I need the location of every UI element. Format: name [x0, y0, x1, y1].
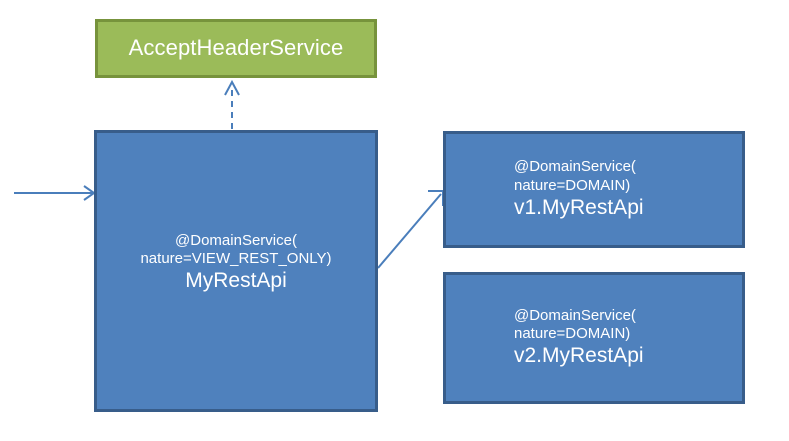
incoming-request-arrow: [14, 185, 96, 201]
node-v1-my-rest-api-name: v1.MyRestApi: [514, 195, 644, 219]
node-v1-my-rest-api[interactable]: @DomainService( nature=DOMAIN) v1.MyRest…: [443, 131, 745, 248]
node-my-rest-api-annotation-line2: nature=VIEW_REST_ONLY): [140, 250, 332, 268]
node-v2-my-rest-api-name: v2.MyRestApi: [514, 344, 644, 368]
node-v2-my-rest-api-annotation-line2: nature=DOMAIN): [514, 325, 631, 343]
delegates-to-v1-arrow: [377, 190, 444, 269]
node-v1-my-rest-api-text: @DomainService( nature=DOMAIN) v1.MyRest…: [446, 158, 742, 220]
uses-accept-header-arrow: [224, 79, 240, 129]
node-v1-my-rest-api-annotation-line1: @DomainService(: [514, 158, 636, 176]
node-v2-my-rest-api[interactable]: @DomainService( nature=DOMAIN) v2.MyRest…: [443, 272, 745, 404]
node-accept-header-service[interactable]: AcceptHeaderService: [95, 19, 377, 78]
node-v2-my-rest-api-text: @DomainService( nature=DOMAIN) v2.MyRest…: [446, 307, 742, 369]
node-accept-header-service-label: AcceptHeaderService: [128, 35, 344, 61]
node-my-rest-api-name: MyRestApi: [185, 269, 287, 293]
node-my-rest-api-annotation-line1: @DomainService(: [175, 231, 297, 249]
node-v2-my-rest-api-annotation-line1: @DomainService(: [514, 306, 636, 324]
node-v1-my-rest-api-annotation-line2: nature=DOMAIN): [514, 176, 631, 194]
node-my-rest-api-text: @DomainService( nature=VIEW_REST_ONLY) M…: [97, 232, 375, 294]
node-my-rest-api[interactable]: @DomainService( nature=VIEW_REST_ONLY) M…: [94, 130, 378, 412]
